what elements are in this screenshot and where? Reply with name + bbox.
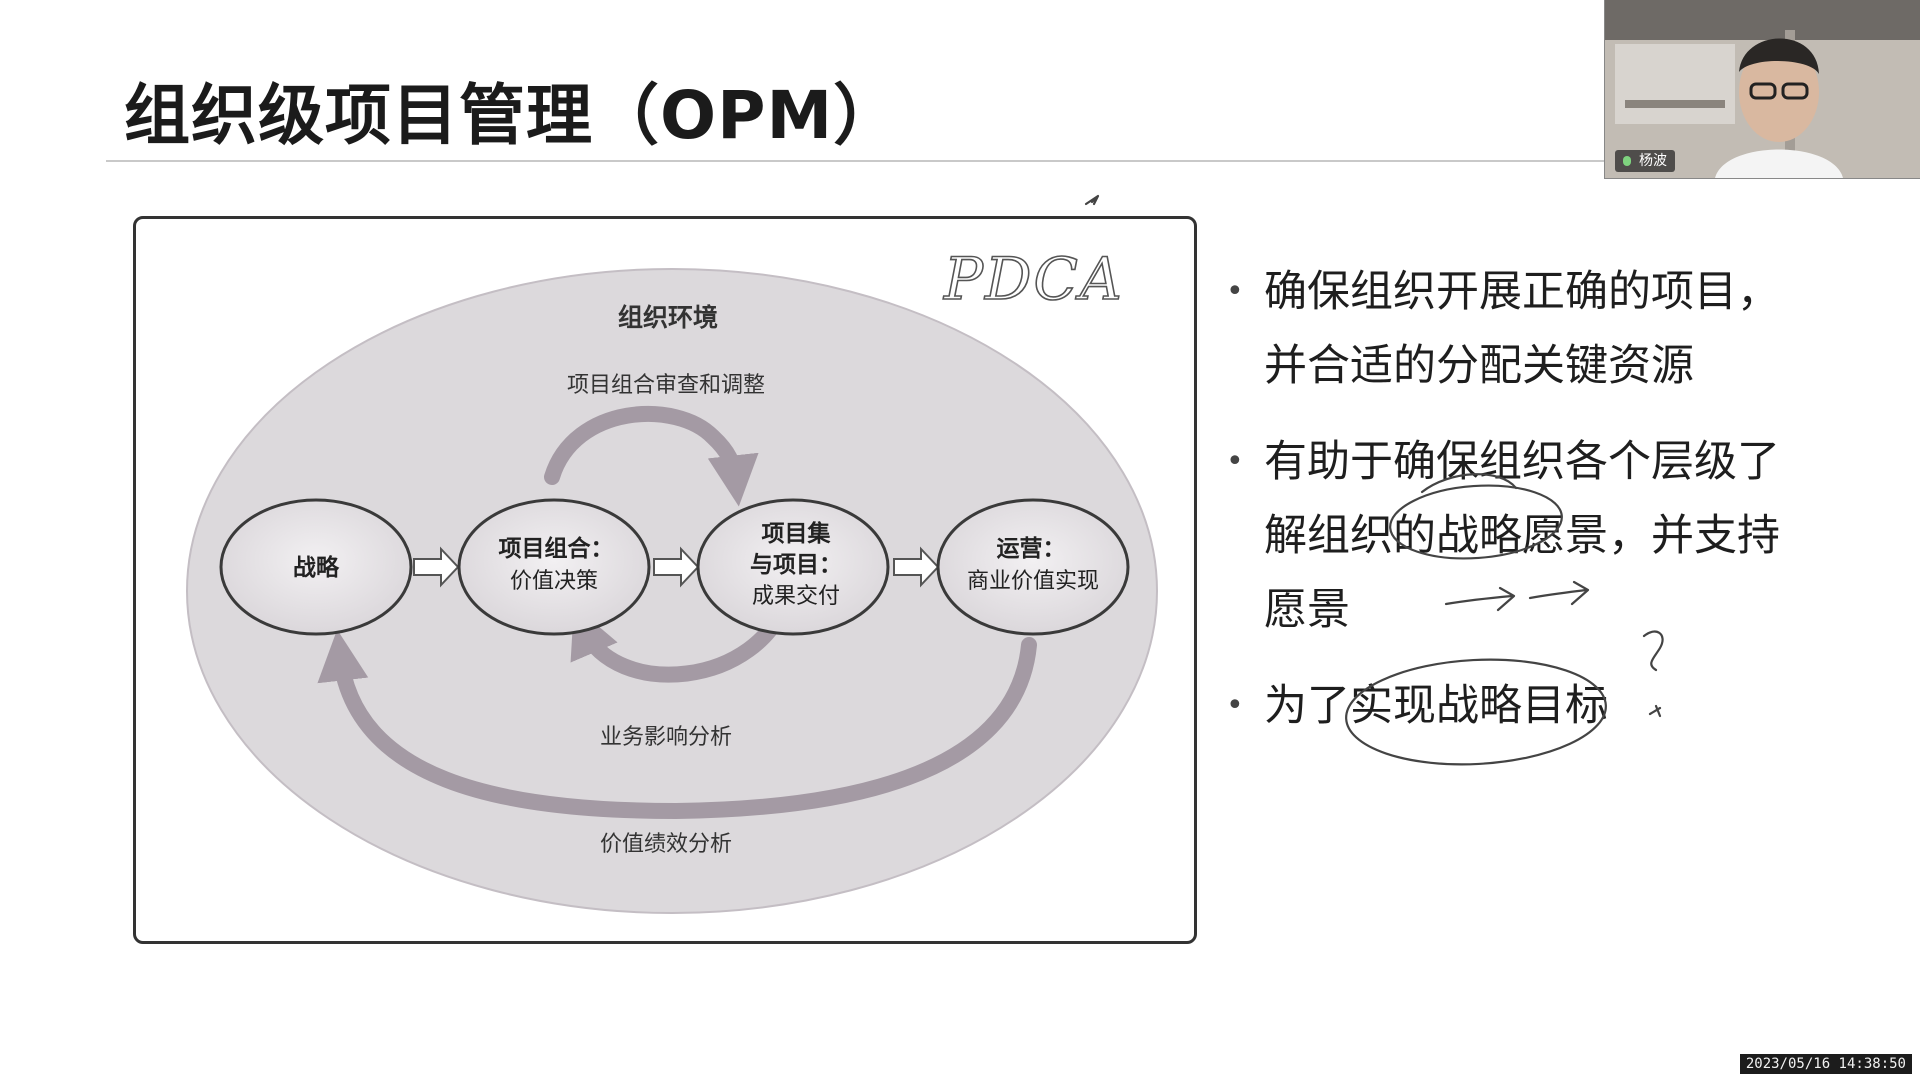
operations-node-line2: 商业价值实现 [967, 569, 1099, 594]
bullet-text: 有助于确保组织各个层级了 [1264, 437, 1780, 487]
operations-node-line1: 运营： [997, 536, 1066, 562]
program-project-node: 项目集 与项目： 成果交付 [696, 498, 890, 636]
organization-environment-ellipse [186, 268, 1158, 914]
bullet-item: • 确保组织开展正确的项目， 并合适的分配关键资源 [1226, 255, 1786, 403]
program-project-node-line2: 与项目： [750, 552, 842, 578]
operations-node: 运营： 商业价值实现 [936, 498, 1130, 636]
title-divider [106, 160, 1606, 162]
environment-label: 组织环境 [618, 303, 718, 332]
slide-title: 组织级项目管理（OPM） [124, 77, 901, 154]
opm-diagram: 组织环境 项目组合审查和调整 业务影响分析 价值绩效分析 战略 项目组合： 价值… [133, 216, 1197, 944]
opm-diagram-svg: 组织环境 项目组合审查和调整 业务影响分析 价值绩效分析 战略 项目组合： 价值… [186, 244, 1158, 914]
bottom-inner-arc-label: 业务影响分析 [600, 725, 732, 750]
flow-arrow [413, 546, 460, 588]
pen-mark [1084, 194, 1100, 206]
strategy-node: 战略 [219, 498, 413, 636]
program-project-node-line3: 成果交付 [752, 584, 840, 609]
bullet-item: • 有助于确保组织各个层级了 解组织的战略愿景，并支持 愿景 [1226, 425, 1786, 647]
bullet-item: • 为了实现战略目标 [1226, 669, 1786, 743]
portfolio-node: 项目组合： 价值决策 [457, 498, 651, 636]
webcam-name-tag: 杨波 [1615, 150, 1675, 172]
portfolio-node-line2: 价值决策 [510, 569, 598, 594]
bullet-text: 确保组织开展正确的项目， [1264, 267, 1780, 317]
bottom-outer-arc-label: 价值绩效分析 [600, 832, 732, 857]
program-project-node-line1: 项目集 [762, 520, 832, 547]
flow-arrow [893, 546, 940, 588]
bullet-dot-icon: • [1226, 688, 1244, 723]
bullet-dot-icon: • [1226, 444, 1244, 479]
bullet-text: 并合适的分配关键资源 [1264, 341, 1694, 391]
timestamp-overlay: 2023/05/16 14:38:50 [1739, 1054, 1912, 1074]
webcam-feed: 杨波 [1604, 0, 1920, 179]
webcam-image [1605, 0, 1920, 178]
bullet-dot-icon: • [1226, 274, 1244, 309]
strategy-node-label: 战略 [293, 554, 340, 581]
top-arc-arrow [544, 405, 759, 507]
flow-arrow [653, 546, 700, 588]
bullet-list: • 确保组织开展正确的项目， 并合适的分配关键资源 • 有助于确保组织各个层级了… [1226, 255, 1786, 765]
bullet-text: 为了实现战略目标 [1264, 681, 1608, 731]
handwritten-pdca: PDCA [943, 245, 1124, 313]
portfolio-node-line1: 项目组合： [499, 535, 614, 562]
top-arc-label: 项目组合审查和调整 [567, 373, 765, 398]
bottom-outer-arc-arrow [317, 629, 1037, 820]
bullet-text: 解组织的战略愿景，并支持 [1264, 511, 1780, 561]
bullet-text: 愿景 [1264, 585, 1350, 635]
